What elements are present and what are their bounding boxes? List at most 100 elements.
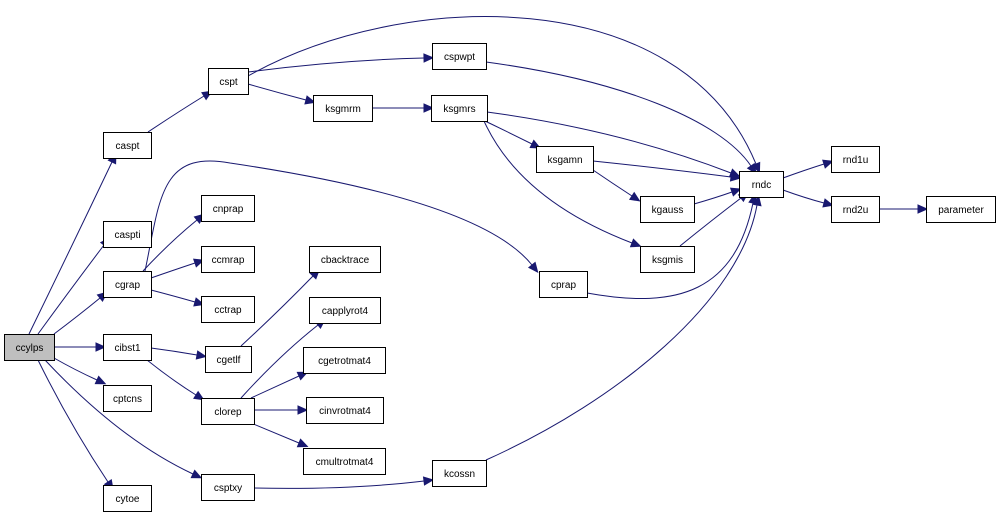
node-label: ksgmrs bbox=[443, 104, 475, 115]
node-box bbox=[640, 246, 695, 273]
node-cgrap[interactable]: cgrap bbox=[103, 271, 152, 298]
node-box bbox=[201, 474, 255, 501]
arrowhead-icon bbox=[822, 198, 834, 208]
edge-clorep-to-cmultrotmat4 bbox=[250, 422, 309, 448]
node-cgetrotmat4[interactable]: cgetrotmat4 bbox=[303, 347, 386, 374]
node-cgetlf[interactable]: cgetlf bbox=[205, 346, 252, 373]
edge-cgrap-to-ccmrap bbox=[150, 258, 205, 279]
edge-line bbox=[250, 375, 300, 399]
edge-ccylps-to-cgrap bbox=[53, 291, 108, 335]
edge-line bbox=[28, 161, 113, 335]
node-label: ccmrap bbox=[212, 255, 245, 266]
edge-line bbox=[486, 111, 732, 174]
node-box bbox=[201, 246, 255, 273]
node-cspt[interactable]: cspt bbox=[208, 68, 249, 95]
node-box bbox=[739, 171, 784, 198]
node-ksgmis[interactable]: ksgmis bbox=[640, 246, 695, 273]
node-box bbox=[313, 95, 373, 122]
edge-line bbox=[247, 57, 425, 73]
node-csptxy[interactable]: csptxy bbox=[201, 474, 255, 501]
edge-line bbox=[782, 189, 825, 204]
edge-line bbox=[240, 275, 314, 347]
node-cytoe[interactable]: cytoe bbox=[103, 485, 152, 512]
node-ccmrap[interactable]: ccmrap bbox=[201, 246, 255, 273]
node-box bbox=[431, 95, 488, 122]
edge-caspt-to-cspt bbox=[147, 90, 213, 133]
edge-ksgmrm-to-ksgmrs bbox=[372, 103, 435, 113]
node-box bbox=[103, 132, 152, 159]
node-rnd1u[interactable]: rnd1u bbox=[831, 146, 880, 173]
call-graph-edges bbox=[28, 16, 929, 491]
node-label: cgrap bbox=[115, 280, 140, 291]
edge-cgrap-to-cprap bbox=[144, 160, 539, 273]
node-box bbox=[205, 346, 252, 373]
edge-line bbox=[782, 163, 825, 179]
node-cprap[interactable]: cprap bbox=[539, 271, 588, 298]
edge-line bbox=[592, 169, 633, 197]
node-clorep[interactable]: clorep bbox=[201, 398, 255, 425]
edge-line bbox=[53, 357, 98, 381]
node-cptcns[interactable]: cptcns bbox=[103, 385, 152, 412]
arrowhead-icon bbox=[628, 191, 641, 202]
node-kcossn[interactable]: kcossn bbox=[432, 460, 487, 487]
node-label: caspt bbox=[116, 141, 140, 152]
node-label: clorep bbox=[214, 407, 242, 418]
node-cibst1[interactable]: cibst1 bbox=[103, 334, 152, 361]
arrowhead-icon bbox=[629, 238, 642, 248]
edge-rndc-to-rnd1u bbox=[782, 159, 834, 179]
edge-line bbox=[240, 324, 319, 399]
edge-kcossn-to-rndc bbox=[485, 194, 762, 461]
node-kgauss[interactable]: kgauss bbox=[640, 196, 695, 223]
edge-line bbox=[253, 480, 425, 489]
node-ccylps[interactable]: ccylps bbox=[4, 334, 55, 361]
edge-line bbox=[146, 359, 197, 396]
node-box bbox=[201, 398, 255, 425]
node-box bbox=[831, 196, 880, 223]
edge-ccylps-to-csptxy bbox=[44, 359, 203, 479]
edge-line bbox=[142, 219, 198, 272]
edge-ccylps-to-cptcns bbox=[53, 357, 107, 385]
edge-line bbox=[150, 289, 196, 303]
node-label: cptcns bbox=[113, 394, 142, 405]
arrowhead-icon bbox=[423, 103, 435, 113]
edge-line bbox=[53, 297, 101, 335]
node-ksgamn[interactable]: ksgamn bbox=[536, 146, 594, 173]
arrowhead-icon bbox=[94, 375, 107, 385]
node-box bbox=[4, 334, 55, 361]
arrowhead-icon bbox=[527, 261, 539, 273]
node-cbacktrace[interactable]: cbacktrace bbox=[309, 246, 381, 273]
node-rndc[interactable]: rndc bbox=[739, 171, 784, 198]
arrowhead-icon bbox=[423, 53, 435, 63]
node-cmultrotmat4[interactable]: cmultrotmat4 bbox=[303, 448, 386, 475]
edge-clorep-to-cgetrotmat4 bbox=[250, 371, 309, 399]
arrowhead-icon bbox=[752, 194, 762, 207]
node-parameter[interactable]: parameter bbox=[926, 196, 996, 223]
arrowhead-icon bbox=[296, 371, 309, 381]
node-caspt[interactable]: caspt bbox=[103, 132, 152, 159]
node-cinvrotmat4[interactable]: cinvrotmat4 bbox=[306, 397, 384, 424]
call-graph-nodes: ccylps caspt caspti cgrap cibst1 cptcns cytoe c… bbox=[4, 43, 996, 512]
node-rnd2u[interactable]: rnd2u bbox=[831, 196, 880, 223]
node-box bbox=[303, 448, 386, 475]
edge-ccylps-to-cibst1 bbox=[54, 342, 107, 352]
node-ksgmrm[interactable]: ksgmrm bbox=[313, 95, 373, 122]
node-capplyrot4[interactable]: capplyrot4 bbox=[309, 297, 381, 324]
node-box bbox=[536, 146, 594, 173]
arrowhead-icon bbox=[822, 159, 834, 169]
node-ksgmrs[interactable]: ksgmrs bbox=[431, 95, 488, 122]
node-box bbox=[640, 196, 695, 223]
edge-line bbox=[592, 160, 732, 178]
edge-clorep-to-cinvrotmat4 bbox=[254, 405, 309, 415]
edge-cspt-to-rndc bbox=[247, 16, 761, 174]
node-label: cnprap bbox=[213, 204, 244, 215]
node-cctrap[interactable]: cctrap bbox=[201, 296, 255, 323]
node-caspti[interactable]: caspti bbox=[103, 221, 152, 248]
edge-csptxy-to-kcossn bbox=[253, 476, 435, 489]
edge-rnd2u-to-parameter bbox=[879, 204, 929, 214]
edge-line bbox=[586, 202, 754, 299]
node-box bbox=[103, 334, 152, 361]
node-cspwpt[interactable]: cspwpt bbox=[432, 43, 487, 70]
node-cnprap[interactable]: cnprap bbox=[201, 195, 255, 222]
node-label: cytoe bbox=[116, 494, 140, 505]
